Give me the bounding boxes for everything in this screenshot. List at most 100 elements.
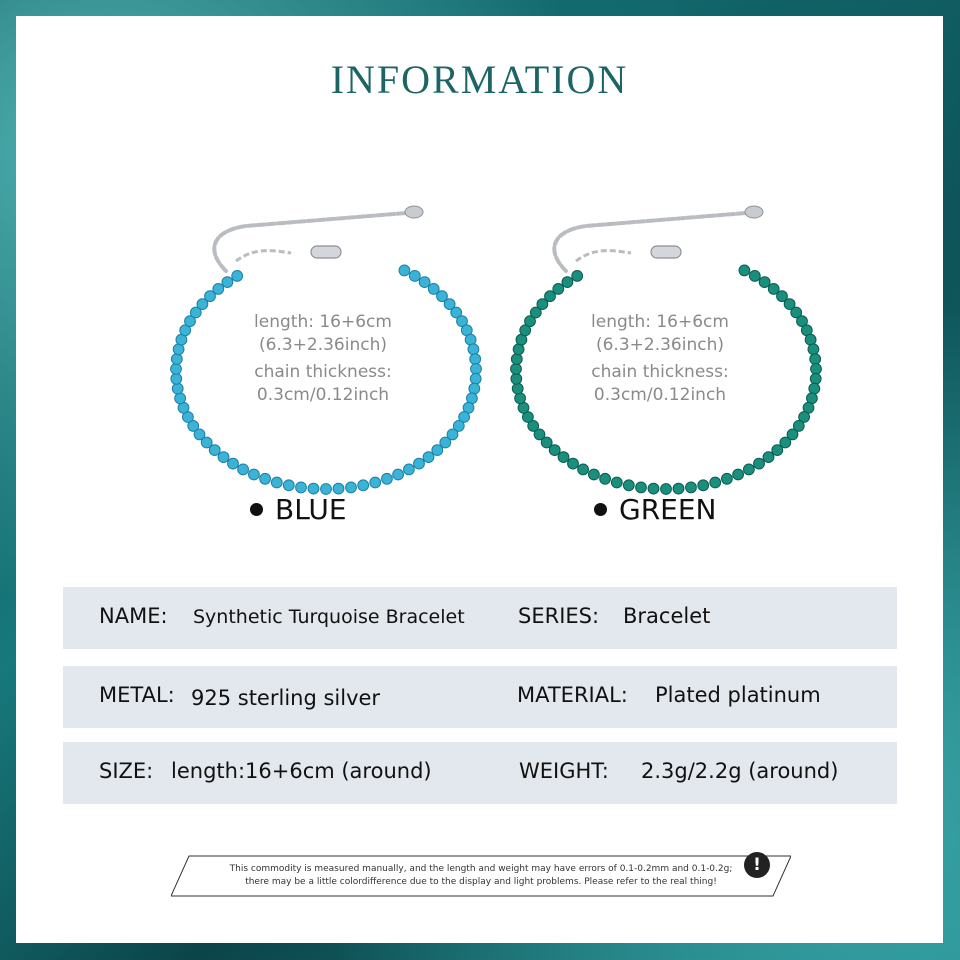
bullet-dot: [594, 502, 607, 516]
spec-green: length: 16+6cm (6.3+2.36inch) chain thic…: [560, 311, 760, 407]
spec-chain-value: 0.3cm/0.12inch: [593, 385, 727, 405]
spec-row-size: SIZE: length:16+6cm (around) WEIGHT: 2.3…: [63, 742, 897, 804]
bead: [468, 382, 481, 395]
bead: [427, 283, 440, 295]
bead: [170, 363, 182, 375]
bead: [748, 270, 761, 282]
spec-blue: length: 16+6cm (6.3+2.36inch) chain thic…: [223, 311, 423, 407]
bead: [519, 324, 532, 337]
bead: [571, 270, 584, 282]
bead: [307, 482, 320, 495]
bead: [458, 411, 471, 423]
bead: [809, 353, 822, 366]
size-label: SIZE:: [99, 759, 154, 783]
bead: [776, 290, 788, 303]
spec-chain-value: 0.3cm/0.12inch: [256, 385, 390, 405]
chain-drop-charm: [404, 205, 424, 219]
bead: [470, 363, 482, 375]
bead: [798, 411, 811, 423]
name-label: NAME:: [99, 604, 168, 628]
bead: [810, 363, 822, 375]
spec-chain-label: chain thickness:: [254, 362, 392, 382]
weight-value: 2.3g/2.2g (around): [641, 759, 839, 783]
bead: [200, 436, 213, 449]
bead: [685, 481, 697, 494]
bead: [610, 476, 623, 489]
metal-label: METAL:: [99, 683, 175, 707]
bead: [511, 382, 524, 395]
lobster-clasp: [650, 245, 682, 259]
bead: [561, 276, 574, 288]
spec-chain-label: chain thickness:: [591, 362, 729, 382]
bead: [743, 463, 755, 476]
bead: [647, 482, 660, 495]
chain-link: [575, 249, 632, 263]
bead: [403, 463, 415, 476]
bead: [217, 451, 230, 464]
material-value: Plated platinum: [655, 683, 821, 707]
bead: [345, 481, 357, 494]
spec-row-metal: METAL: 925 sterling silver MATERIAL: Pla…: [63, 666, 897, 728]
bead: [204, 290, 216, 303]
bead: [179, 324, 192, 337]
product-green: length: 16+6cm (6.3+2.36inch) chain thic…: [506, 191, 826, 551]
bead: [762, 451, 775, 464]
bead: [792, 420, 805, 432]
bead: [599, 472, 611, 485]
bead: [332, 482, 345, 495]
bead: [732, 468, 745, 481]
bead: [809, 372, 822, 385]
bead: [796, 315, 808, 328]
bracelet-blue-image: [170, 205, 482, 495]
bead: [672, 482, 685, 495]
bead: [381, 472, 393, 485]
bead: [527, 420, 540, 432]
lobster-clasp: [310, 245, 342, 259]
color-name: GREEN: [619, 493, 717, 526]
bead: [709, 476, 722, 489]
bead: [510, 363, 522, 375]
bead: [398, 264, 411, 277]
bead: [469, 372, 482, 385]
size-value: length:16+6cm (around): [171, 759, 432, 783]
bead: [467, 343, 480, 356]
bead: [469, 353, 482, 366]
spec-length-inch: (6.3+2.36inch): [258, 335, 387, 355]
series-value: Bracelet: [623, 604, 711, 628]
series-label: SERIES:: [518, 604, 600, 628]
notice-line-1: This commodity is measured manually, and…: [229, 864, 733, 874]
material-label: MATERIAL:: [517, 683, 628, 707]
notice-frame: [171, 855, 791, 897]
bead: [170, 372, 183, 385]
bead: [721, 472, 733, 485]
bead: [193, 428, 206, 441]
bead: [514, 392, 527, 405]
bead: [196, 298, 209, 310]
bead: [184, 315, 196, 328]
bead: [790, 306, 803, 319]
bead: [577, 463, 589, 476]
bead: [408, 270, 421, 282]
bead: [237, 463, 249, 476]
color-label-blue: BLUE: [250, 493, 347, 526]
bead: [259, 472, 271, 485]
bead: [221, 276, 234, 288]
bead: [622, 479, 635, 492]
bead: [557, 451, 570, 464]
bead: [807, 343, 820, 356]
exclamation-icon: !: [744, 852, 770, 878]
bead: [439, 436, 452, 449]
bead: [783, 298, 796, 310]
spec-length-inch: (6.3+2.36inch): [595, 335, 724, 355]
bead: [172, 343, 185, 356]
bead: [635, 481, 647, 494]
bead: [431, 444, 444, 457]
bracelet-green-image: [510, 205, 822, 495]
bead: [536, 298, 549, 310]
bead: [697, 479, 710, 492]
spec-row-name: NAME: Synthetic Turquoise Bracelet SERIE…: [63, 587, 897, 649]
bead: [270, 476, 283, 489]
bead: [533, 428, 546, 441]
product-blue: length: 16+6cm (6.3+2.36inch) chain thic…: [166, 191, 486, 551]
bead: [588, 468, 600, 481]
